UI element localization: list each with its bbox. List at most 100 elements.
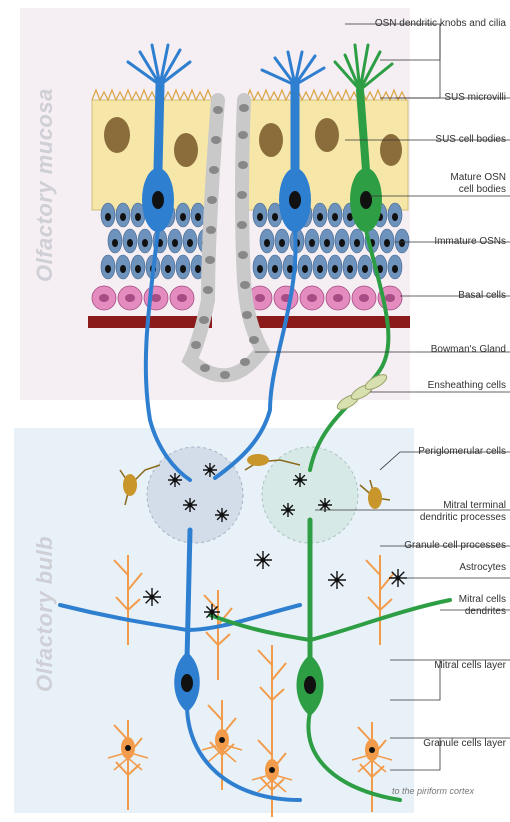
label-bowman: Bowman's Gland	[431, 344, 506, 356]
immature-osn-nucleus	[309, 239, 315, 247]
immature-osn-nucleus	[392, 213, 398, 221]
immature-osn-nucleus	[384, 239, 390, 247]
gland-cell-nucleus	[211, 136, 221, 144]
sus-nucleus	[104, 117, 130, 153]
label-granule-layer: Granule cells layer	[423, 738, 506, 750]
blue-mitral-nucleus	[181, 674, 193, 692]
gland-cell-nucleus	[200, 364, 210, 372]
label-mature-osn: Mature OSN cell bodies	[450, 172, 506, 196]
astrocyte-body	[335, 578, 340, 583]
label-immature-osn: Immature OSNs	[434, 236, 506, 248]
immature-osn-nucleus	[272, 213, 278, 221]
immature-osn-nucleus	[105, 213, 111, 221]
label-mitral-terminal: Mitral terminal dendritic processes	[420, 500, 506, 524]
basal-nucleus	[307, 294, 317, 302]
astrocyte-body	[396, 576, 401, 581]
gland-cell-nucleus	[220, 371, 230, 379]
gland-cell-nucleus	[203, 286, 213, 294]
periglomerular-cell	[247, 454, 269, 466]
astrocyte-body	[220, 513, 225, 518]
immature-osn-nucleus	[257, 213, 263, 221]
label-mature-osn-line1: Mature OSN	[450, 172, 506, 184]
immature-osn-nucleus	[187, 239, 193, 247]
basal-nucleus	[333, 294, 343, 302]
immature-osn-nucleus	[142, 239, 148, 247]
label-basal: Basal cells	[458, 290, 506, 302]
label-ensheathing: Ensheathing cells	[428, 380, 506, 392]
gland-cell-nucleus	[238, 161, 248, 169]
astrocyte-body	[173, 478, 178, 483]
immature-osn-nucleus	[279, 239, 285, 247]
immature-osn-nucleus	[332, 265, 338, 273]
green-osn-nucleus	[360, 191, 372, 209]
immature-osn-nucleus	[135, 213, 141, 221]
gland-cell-nucleus	[237, 191, 247, 199]
immature-osn-nucleus	[195, 213, 201, 221]
blue-osn-nucleus	[152, 191, 164, 209]
immature-osn-nucleus	[120, 213, 126, 221]
label-mitral-dendrites: Mitral cells dendrites	[459, 594, 506, 618]
label-sus-bodies: SUS cell bodies	[435, 134, 506, 146]
gland-cell-nucleus	[238, 251, 248, 259]
immature-osn-nucleus	[317, 213, 323, 221]
label-mitral-terminal-line2: dendritic processes	[420, 512, 506, 524]
periglomerular-cell	[123, 474, 137, 496]
gland-cell-nucleus	[199, 316, 209, 324]
gland-cell-nucleus	[206, 226, 216, 234]
caption-piriform: to the piriform cortex	[392, 786, 474, 796]
gland-cell-nucleus	[205, 256, 215, 264]
granule-cell-nucleus	[369, 747, 375, 753]
immature-osn-nucleus	[180, 265, 186, 273]
astrocyte-body	[150, 595, 155, 600]
gland-cell-nucleus	[213, 106, 223, 114]
immature-osn-nucleus	[347, 265, 353, 273]
immature-osn-nucleus	[332, 213, 338, 221]
label-mitral-dendrites-line2: dendrites	[459, 606, 506, 618]
granule-cell-nucleus	[269, 767, 275, 773]
basal-nucleus	[385, 294, 395, 302]
label-sus-microvilli: SUS microvilli	[444, 92, 506, 104]
immature-osn-nucleus	[287, 265, 293, 273]
blue-mitral-apical	[187, 530, 190, 660]
immature-osn-nucleus	[135, 265, 141, 273]
immature-osn-nucleus	[362, 265, 368, 273]
immature-osn-nucleus	[257, 265, 263, 273]
glomerulus-blue	[147, 447, 243, 543]
immature-osn-nucleus	[195, 265, 201, 273]
basal-nucleus	[255, 294, 265, 302]
immature-osn-nucleus	[180, 213, 186, 221]
label-astrocytes: Astrocytes	[459, 562, 506, 574]
gland-cell-nucleus	[242, 311, 252, 319]
astrocyte-body	[208, 468, 213, 473]
astrocyte-body	[298, 478, 303, 483]
basal-nucleus	[99, 294, 109, 302]
basal-nucleus	[151, 294, 161, 302]
immature-osn-nucleus	[105, 265, 111, 273]
immature-osn-nucleus	[302, 265, 308, 273]
basal-nucleus	[125, 294, 135, 302]
gland-cell-nucleus	[249, 336, 259, 344]
immature-osn-nucleus	[339, 239, 345, 247]
sus-nucleus	[315, 118, 339, 152]
granule-cell-nucleus	[125, 745, 131, 751]
gland-cell-nucleus	[191, 341, 201, 349]
label-granule-processes: Granule cell processes	[404, 540, 506, 552]
label-mitral-terminal-line1: Mitral terminal	[420, 500, 506, 512]
region-label-bulb: Olfactory bulb	[32, 536, 58, 692]
immature-osn-nucleus	[127, 239, 133, 247]
immature-osn-nucleus	[354, 239, 360, 247]
astrocyte-body	[286, 508, 291, 513]
sus-nucleus	[380, 134, 402, 166]
granule-cell-nucleus	[219, 737, 225, 743]
gland-cell-nucleus	[207, 196, 217, 204]
immature-osn-nucleus	[399, 239, 405, 247]
sus-nucleus	[174, 133, 198, 167]
astrocyte-body	[210, 610, 215, 615]
astrocyte-body	[188, 503, 193, 508]
blue-osn-dendrite	[158, 85, 160, 170]
gland-cell-nucleus	[209, 166, 219, 174]
sus-nucleus	[259, 123, 283, 157]
immature-osn-nucleus	[112, 239, 118, 247]
